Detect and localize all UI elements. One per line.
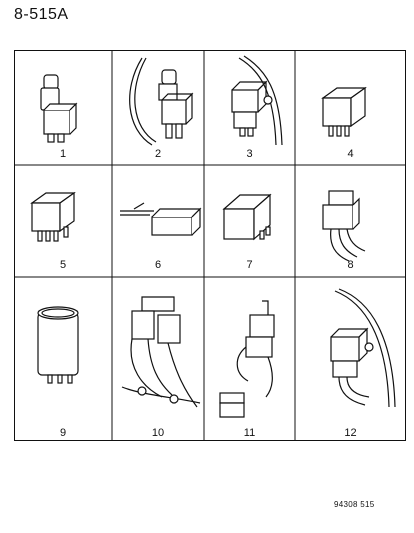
part-number-label: 3 xyxy=(246,148,253,160)
cylindrical-relay-icon xyxy=(37,306,79,384)
part-number-label: 2 xyxy=(154,148,162,160)
dual-relay-bracket-icon xyxy=(121,296,201,408)
part-cell-3: 3 xyxy=(204,50,295,165)
part-number-label: 10 xyxy=(151,427,165,439)
part-cell-12: 12 xyxy=(295,277,406,441)
part-cell-9: 9 xyxy=(14,277,112,441)
part-cell-7: 7 xyxy=(204,165,295,277)
page-title: 8-515A xyxy=(14,6,69,23)
part-cell-1: 1 xyxy=(14,50,112,165)
part-cell-4: 4 xyxy=(295,50,406,165)
part-number-label: 7 xyxy=(246,259,253,271)
part-cell-2: 2 xyxy=(112,50,204,165)
connector-icon xyxy=(322,190,366,262)
part-number-label: 1 xyxy=(59,148,67,160)
relay-flat-icon xyxy=(120,202,202,236)
part-cell-10: 10 xyxy=(112,277,204,441)
relay-cube-icon xyxy=(30,191,76,242)
relay-cube-icon xyxy=(222,193,272,241)
part-cell-11: 11 xyxy=(204,277,295,441)
relay-with-harness-icon xyxy=(231,55,283,146)
part-number-label: 6 xyxy=(154,259,162,271)
diagram-code: 94308 515 xyxy=(334,500,375,509)
relay-cube-icon xyxy=(321,86,367,137)
relay-with-harness-icon xyxy=(129,57,194,146)
part-cell-8: 8 xyxy=(295,165,406,277)
part-number-label: 9 xyxy=(59,427,67,439)
relay-with-harness-icon xyxy=(330,288,396,408)
part-number-label: 5 xyxy=(59,259,67,271)
part-number-label: 11 xyxy=(243,427,256,439)
relay-upright-icon xyxy=(40,74,78,143)
parts-grid: 1 2 xyxy=(14,50,406,441)
grid-lines xyxy=(14,50,406,441)
relay-with-harness-icon xyxy=(219,300,275,418)
part-number-label: 4 xyxy=(347,148,354,160)
part-number-label: 12 xyxy=(344,427,357,439)
part-number-label: 8 xyxy=(347,259,354,271)
part-cell-5: 5 xyxy=(14,165,112,277)
part-cell-6: 6 xyxy=(112,165,204,277)
